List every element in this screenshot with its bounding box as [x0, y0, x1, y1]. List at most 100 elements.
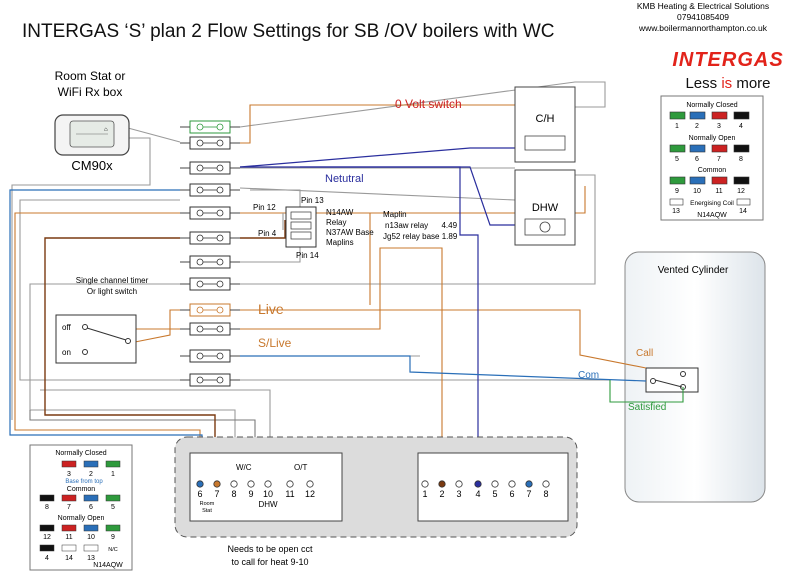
terminal-row — [180, 349, 240, 363]
intergas-logo: INTERGAS Less is more — [672, 49, 782, 92]
boiler-terminal-label: 8 — [231, 489, 236, 499]
relay-pin4: Pin 4 — [258, 229, 277, 238]
svg-text:9: 9 — [111, 534, 115, 541]
boiler-terminal — [508, 480, 516, 488]
boiler-dhw-label: DHW — [258, 500, 278, 509]
timer: Single channel timer Or light switch off… — [55, 276, 149, 364]
label-satisfied: Satisfied — [628, 402, 666, 413]
svg-text:10: 10 — [87, 534, 95, 541]
svg-text:Normally Open: Normally Open — [58, 515, 105, 522]
boiler-terminal-label: 6 — [509, 489, 514, 499]
valve-ch: C/H — [514, 86, 576, 163]
boiler-terminal — [230, 480, 238, 488]
boiler-terminal — [213, 480, 221, 488]
label-live: Live — [258, 301, 284, 317]
relay-pin14: Pin 14 — [296, 251, 319, 260]
boiler-ot-label: O/T — [294, 463, 307, 472]
room-stat-label-2: WiFi Rx box — [58, 85, 123, 99]
page-title: INTERGAS ‘S’ plan 2 Flow Settings for SB… — [22, 21, 555, 42]
svg-text:5: 5 — [111, 504, 115, 511]
boiler-terminal — [306, 480, 314, 488]
relay: Pin 13 Pin 12 Pin 4 Pin 14 N14AW Relay N… — [253, 196, 374, 260]
terminal-row — [180, 277, 240, 291]
label-slive: S/Live — [258, 336, 292, 350]
svg-text:14: 14 — [65, 555, 73, 562]
boiler-terminal — [455, 480, 463, 488]
svg-text:Base from top: Base from top — [65, 479, 103, 485]
terminal-row — [180, 120, 240, 134]
company-website: www.boilermannorthampton.co.uk — [638, 23, 768, 33]
terminal-row — [180, 183, 240, 197]
relay-pin13: Pin 13 — [301, 196, 324, 205]
svg-text:2: 2 — [89, 471, 93, 478]
boiler-terminal-label: 10 — [263, 489, 273, 499]
svg-text:9: 9 — [675, 188, 679, 195]
svg-text:3: 3 — [717, 123, 721, 130]
svg-text:10: 10 — [693, 188, 701, 195]
company-name: KMB Heating & Electrical Solutions — [637, 1, 769, 11]
svg-text:5: 5 — [675, 156, 679, 163]
svg-text:6: 6 — [89, 504, 93, 511]
label-call: Call — [636, 348, 653, 359]
logo-tagline: Less is more — [685, 75, 770, 92]
svg-text:11: 11 — [65, 534, 72, 541]
svg-text:1: 1 — [675, 123, 679, 130]
timer-label-1: Single channel timer — [76, 276, 149, 285]
svg-text:Energising Coil: Energising Coil — [690, 200, 734, 207]
label-neutral: Netutral — [325, 173, 364, 185]
boiler-terminal — [438, 480, 446, 488]
timer-off-label: off — [62, 323, 72, 332]
svg-text:3: 3 — [67, 471, 71, 478]
svg-text:13: 13 — [87, 555, 95, 562]
boiler-room-label-2: Stat — [202, 508, 212, 514]
relay-desc-3: N37AW Base — [326, 228, 374, 237]
terminal-row — [180, 206, 240, 220]
svg-text:4: 4 — [739, 123, 743, 130]
label-com: Com — [578, 370, 599, 381]
boiler-terminal — [525, 480, 533, 488]
boiler-terminal — [247, 480, 255, 488]
boiler-terminal-label: 7 — [214, 489, 219, 499]
terminal-row — [180, 303, 240, 317]
boiler-terminal — [491, 480, 499, 488]
boiler-terminal-label: 12 — [305, 489, 315, 499]
terminal-row — [180, 322, 240, 336]
vented-cylinder: Vented Cylinder — [624, 251, 766, 503]
room-stat-display-icon: ⌂ — [104, 127, 108, 133]
svg-text:n13aw relay 4.49: n13aw relay 4.49 — [385, 221, 458, 230]
boiler-terminal — [421, 480, 429, 488]
room-stat: Room Stat or WiFi Rx box ⌂ CM90x — [54, 69, 130, 173]
svg-text:6: 6 — [695, 156, 699, 163]
relay-legend-right: Normally Closed 1 2 3 4 Normally Open 5 … — [660, 95, 764, 221]
boiler-terminal-label: 8 — [543, 489, 548, 499]
svg-text:1: 1 — [111, 471, 115, 478]
room-stat-label-1: Room Stat or — [55, 69, 126, 83]
svg-text:N14AQW: N14AQW — [697, 212, 727, 219]
boiler-terminal-label: 2 — [439, 489, 444, 499]
boiler-terminal-label: 5 — [492, 489, 497, 499]
boiler-terminal-label: 1 — [422, 489, 427, 499]
svg-text:12: 12 — [737, 188, 745, 195]
valve-dhw: DHW — [514, 169, 576, 246]
boiler-terminal-label: 11 — [285, 489, 294, 499]
relay-desc-1: N14AW — [326, 208, 354, 217]
boiler-terminal — [286, 480, 294, 488]
boiler-terminal — [196, 480, 204, 488]
boiler-terminal-label: 9 — [248, 489, 253, 499]
boiler-terminal-label: 4 — [475, 489, 480, 499]
relay-pin12: Pin 12 — [253, 203, 276, 212]
legend-no-title: Normally Open — [689, 135, 736, 142]
svg-text:N/C: N/C — [108, 547, 118, 553]
room-stat-model: CM90x — [71, 158, 113, 173]
svg-text:14: 14 — [739, 208, 747, 215]
relay-desc-2: Relay — [326, 218, 346, 227]
svg-text:4: 4 — [45, 555, 49, 562]
svg-text:7: 7 — [67, 504, 71, 511]
svg-text:11: 11 — [715, 188, 722, 195]
valve-dhw-label: DHW — [532, 202, 559, 214]
svg-text:2: 2 — [695, 123, 699, 130]
company-phone: 07941085409 — [677, 12, 729, 22]
boiler-terminal-label: 6 — [197, 489, 202, 499]
